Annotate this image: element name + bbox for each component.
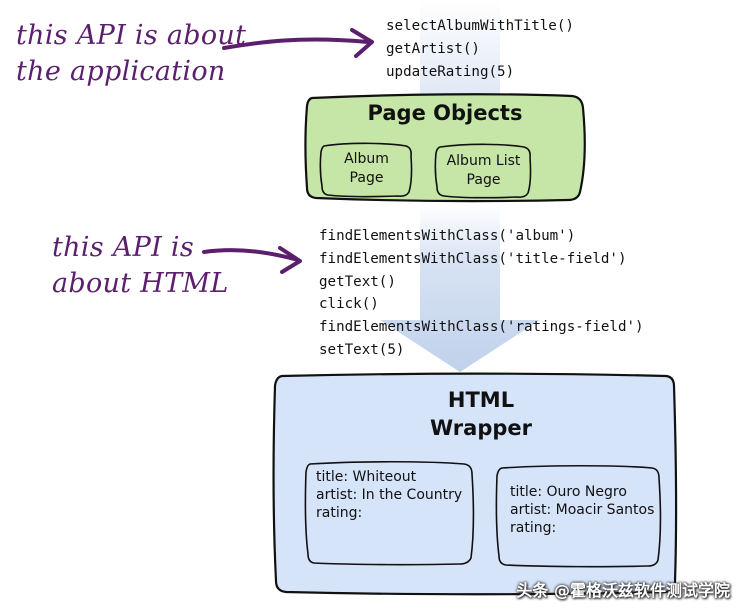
title-line: HTML: [447, 388, 515, 412]
note-line: this API is: [52, 232, 195, 263]
album-page-object: Album Page: [322, 150, 411, 188]
api-call: getText(): [319, 273, 396, 290]
api-call: findElementsWithClass('ratings-field'): [319, 319, 644, 336]
html-wrapper-box: [272, 372, 678, 596]
album-card-whiteout: title: Whiteout artist: In the Country r…: [316, 468, 462, 522]
album-card-ouro-negro: title: Ouro Negro artist: Moacir Santos …: [510, 483, 654, 537]
inner-label-line: Page: [466, 172, 501, 188]
api-call: selectAlbumWithTitle(): [386, 18, 574, 34]
album-artist: artist: In the Country: [316, 487, 463, 503]
html-wrapper-title: HTML Wrapper: [274, 386, 688, 442]
api-call: getArtist(): [386, 40, 480, 57]
note-line: about HTML: [52, 268, 229, 299]
inner-label-line: Album List: [446, 153, 521, 169]
api-call: click(): [319, 296, 379, 313]
note-line: this API is about: [16, 20, 247, 51]
watermark: 头条 @霍格沃兹软件测试学院: [516, 581, 730, 600]
album-title: title: Whiteout: [316, 469, 417, 485]
api-call: findElementsWithClass('title-field'): [319, 250, 627, 267]
album-artist: artist: Moacir Santos: [510, 502, 655, 518]
album-list-page-object: Album List Page: [437, 152, 530, 190]
inner-label-line: Page: [349, 170, 384, 186]
inner-label-line: Album: [344, 151, 389, 167]
app-api-call-list: selectAlbumWithTitle() getArtist() updat…: [386, 15, 574, 83]
api-call: findElementsWithClass('album'): [319, 228, 576, 244]
api-call: setText(5): [319, 341, 405, 358]
note-html-api: this API is about HTML: [52, 232, 229, 300]
album-rating: rating:: [510, 520, 557, 536]
api-call: updateRating(5): [386, 63, 515, 80]
album-title: title: Ouro Negro: [510, 484, 627, 500]
note-line: the application: [16, 56, 226, 87]
title-line: Wrapper: [430, 416, 532, 440]
html-api-call-list: findElementsWithClass('album') findEleme…: [319, 225, 644, 362]
page-objects-box: [304, 93, 586, 203]
page-objects-title: Page Objects: [367, 101, 523, 125]
album-rating: rating:: [316, 505, 363, 521]
note-application-api: this API is about the application: [16, 20, 246, 88]
